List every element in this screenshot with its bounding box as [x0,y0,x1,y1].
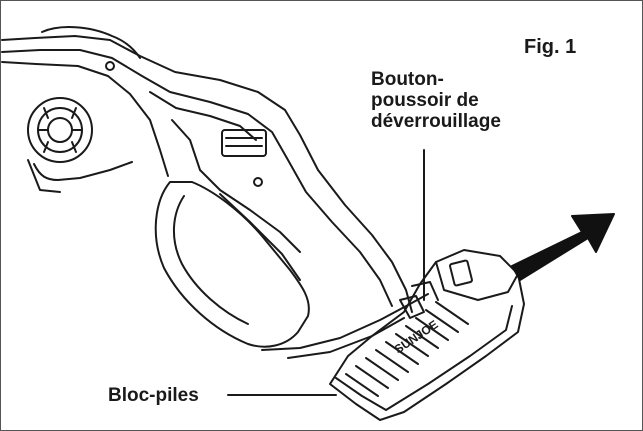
tool-upper-rail [1,61,169,177]
tool-screw-2 [105,61,115,71]
tool-panel-line-2 [171,119,301,253]
vent-grille [221,129,267,157]
tool-screw [253,177,263,187]
grip-knob-icon [27,97,93,163]
battery-release-latch [399,295,425,319]
tool-trigger-area [219,193,301,281]
tool-housing-outline [1,35,413,313]
tool-housing-inner [1,49,393,307]
unlock-callout-line-1: Bouton- [371,69,444,90]
battery-top-step [435,261,519,301]
figure-title: Fig. 1 [524,36,577,58]
battery-ribs [345,301,469,397]
tool-handle-inner [172,195,249,325]
unlock-button-callout: Bouton- poussoir de déverrouillage [371,69,501,132]
battery-pack-callout: Bloc-piles [108,385,199,406]
tool-panel-line [149,91,257,141]
unlock-callout-line-3: déverrouillage [371,111,501,132]
battery-mount-2 [287,317,405,359]
tool-foot [27,159,61,193]
arrow-up-right-icon [511,213,615,281]
unlock-callout-line-2: poussoir de [371,90,479,111]
tool-guard [33,161,133,181]
tool-top-cap [41,26,141,59]
battery-mount [261,293,429,351]
